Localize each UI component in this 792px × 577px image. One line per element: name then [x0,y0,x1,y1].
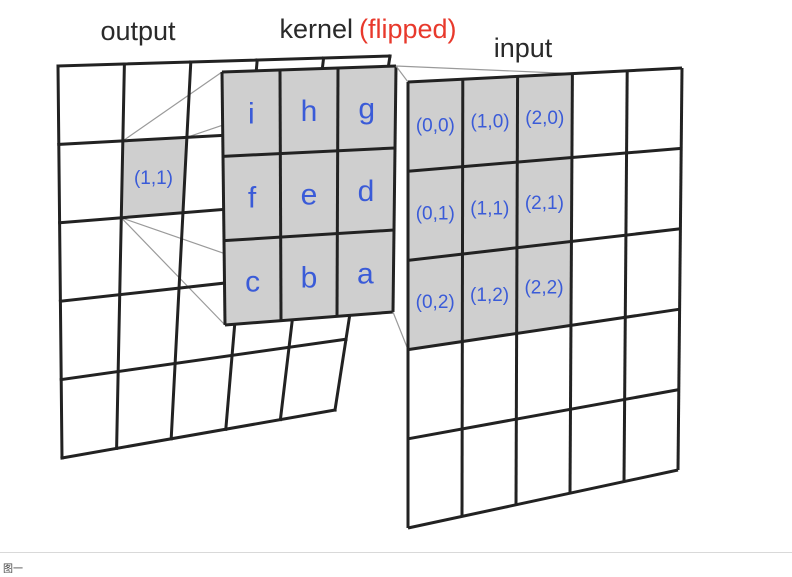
input-highlight-cell [517,73,573,163]
output-row-line [60,408,337,460]
input-label: input [494,33,553,63]
caption-divider [0,552,792,553]
kernel-cell [223,153,281,241]
kernel-cell [337,66,396,151]
input-highlight-cell [462,247,517,342]
input-col-line [676,67,684,471]
input-highlight-cell [462,162,518,255]
input-col-line [568,73,574,494]
input-cell-label: (2,0) [525,108,564,129]
input-highlight-cell [408,79,463,172]
convolution-diagram: (1,1) i h g f e d c b a (0,0) (1,0) (2,0) (0,1) (1,1) (… [56,14,684,530]
input-row-line [407,146,682,173]
output-highlight-cell [121,137,187,218]
kernel-row-line [221,64,397,74]
kernel-cell [280,150,338,238]
kernel-cell-label: a [357,257,374,290]
kernel-row-line [224,310,394,327]
cell-labels: (1,1) i h g f e d c b a (0,0) (1,0) (2,0) (0,1) (1,1) (… [134,93,564,313]
input-cell-label: (0,1) [416,204,455,225]
output-col-line [56,64,64,460]
input-row-line [407,468,679,530]
input-cell-label: (1,2) [470,285,509,306]
input-cell-label: (2,1) [525,193,564,214]
input-cell-label: (0,0) [416,115,455,136]
kernel-cell [280,68,338,154]
input-row-line [407,388,680,441]
input-highlight-cell [516,241,572,334]
kernel-cell-label: g [358,93,375,126]
input-row-line [407,227,681,262]
kernel-cell [222,70,281,157]
figure-caption: 图一 [3,564,23,575]
kernel-cell-label: c [245,265,260,298]
kernel-word: kernel [279,14,353,44]
kernel-col-line [220,71,227,326]
kernel-input-connector [395,65,409,83]
output-cell-label: (1,1) [134,168,173,189]
grid-lines [56,54,392,460]
kernel-cell-label: f [248,181,257,214]
input-cell-label: (1,1) [470,198,509,219]
kernel-cell [337,230,394,317]
kernel-input-connector [395,65,573,75]
output-row-line [59,337,348,382]
kernel-cell-label: h [301,95,318,128]
flipped-word: (flipped) [359,14,457,44]
kernel-cell-label: b [301,261,318,294]
input-highlight-cell [462,76,518,167]
output-col-line [169,60,193,441]
kernel-col-line [335,67,340,317]
input-highlight-cell [408,166,463,261]
kernel-layer [220,64,573,350]
cell-fills [121,137,187,218]
kernel-cell [224,237,281,325]
input-cell-label: (2,2) [524,278,563,299]
input-col-line [514,76,520,505]
input-cell-label: (0,2) [416,292,455,313]
kernel-row-line [223,228,395,243]
kernel-input-connector [392,311,409,350]
input-highlight-cell [408,254,463,350]
output-col-line [115,62,126,450]
output-label: output [100,16,176,46]
kernel-cell-label: i [248,97,255,130]
kernel-cell-label: d [358,175,375,208]
kernel-cell [280,233,338,321]
output-kernel-connector [120,217,226,326]
output-row-line [56,54,392,68]
kernel-label: kernel(flipped) [279,14,456,44]
input-row-line [407,307,680,352]
input-highlight-cell [517,157,572,248]
input-col-line [622,70,629,482]
kernel-cell-label: e [301,178,318,211]
kernel-col-line [278,69,283,321]
input-layer [406,66,684,530]
input-col-line [460,79,465,517]
input-row-line [407,66,683,84]
output-kernel-connector [122,71,223,142]
kernel-row-line [222,146,396,158]
input-cell-label: (1,0) [471,112,510,133]
kernel-col-line [391,65,398,313]
kernel-cell [337,148,395,234]
